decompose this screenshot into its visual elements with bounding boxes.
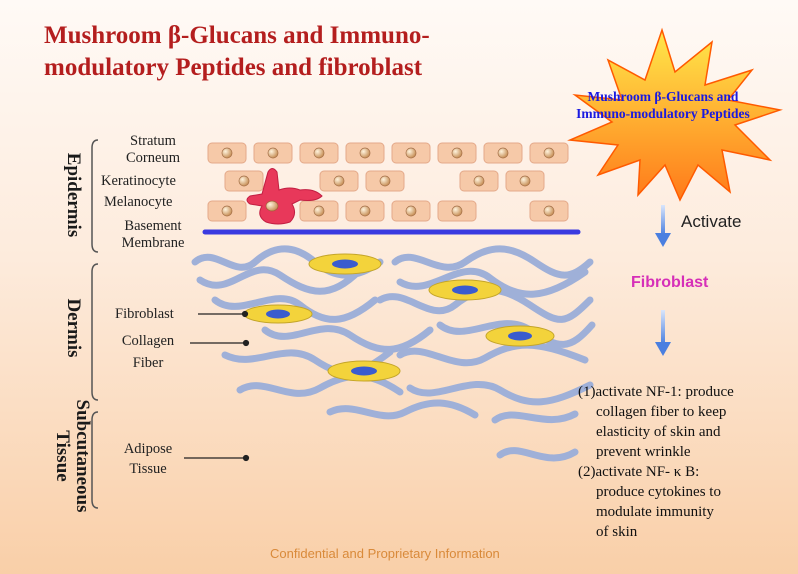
cell-nucleus bbox=[359, 147, 371, 159]
label-stratum-line2: Corneum bbox=[126, 150, 180, 166]
keratinocyte-cells bbox=[224, 170, 545, 192]
cell-nucleus bbox=[313, 205, 325, 217]
section-brackets bbox=[91, 139, 99, 509]
footer-confidential: Confidential and Proprietary Information bbox=[270, 546, 500, 561]
label-stratum-corneum: Stratum Corneum bbox=[104, 133, 202, 167]
label-basement-line1: Basement bbox=[124, 218, 182, 234]
fibroblast-cells bbox=[243, 253, 555, 382]
effect-1-line3: elasticity of skin and bbox=[596, 424, 721, 440]
effect-2-line1: (2)activate NF- κ B: bbox=[578, 464, 700, 480]
effect-2-line2: produce cytokines to bbox=[596, 484, 721, 500]
effect-1-line1: (1)activate NF-1: produce bbox=[578, 384, 734, 400]
label-collagen-line2: Fiber bbox=[132, 355, 164, 371]
cell-nucleus bbox=[333, 175, 345, 187]
cell-nucleus bbox=[543, 147, 555, 159]
activate-label: Activate bbox=[681, 212, 742, 231]
effect-2-line3: modulate immunity bbox=[596, 504, 714, 520]
flow-arrows bbox=[655, 205, 671, 356]
cell-nucleus bbox=[543, 205, 555, 217]
label-adipose-line2: Tissue bbox=[129, 461, 167, 477]
cell-nucleus bbox=[451, 205, 463, 217]
cell-nucleus bbox=[238, 175, 250, 187]
cell-nucleus bbox=[379, 175, 391, 187]
effect-1: (1)activate NF-1: produce collagen fiber… bbox=[578, 382, 793, 462]
cell-nucleus bbox=[267, 147, 279, 159]
stratum-corneum-cells bbox=[207, 142, 569, 164]
basal-cells bbox=[207, 200, 569, 222]
cell-nucleus bbox=[405, 147, 417, 159]
effects-list: (1)activate NF-1: produce collagen fiber… bbox=[578, 382, 793, 542]
cell-nucleus bbox=[519, 175, 531, 187]
label-collagen-fiber: Collagen Fiber bbox=[108, 333, 188, 372]
cell-nucleus bbox=[221, 147, 233, 159]
section-label-dermis: Dermis bbox=[63, 298, 84, 358]
effect-1-line2: collagen fiber to keep bbox=[596, 404, 727, 420]
effect-2: (2)activate NF- κ B: produce cytokines t… bbox=[578, 462, 793, 542]
fibroblast-flow-label: Fibroblast bbox=[631, 274, 709, 291]
cell-nucleus bbox=[473, 175, 485, 187]
label-keratinocyte: Keratinocyte bbox=[101, 173, 176, 189]
starburst-shape bbox=[567, 27, 783, 202]
label-melanocyte: Melanocyte bbox=[104, 194, 173, 210]
cell-nucleus bbox=[313, 147, 325, 159]
label-fibroblast: Fibroblast bbox=[115, 306, 174, 322]
section-label-subcutaneous: Subcutaneous Tissue bbox=[52, 399, 93, 513]
label-collagen-line1: Collagen bbox=[121, 333, 175, 349]
label-adipose-line1: Adipose bbox=[123, 441, 173, 457]
pointer-lines bbox=[184, 310, 250, 462]
cell-nucleus bbox=[451, 147, 463, 159]
effect-1-line4: prevent wrinkle bbox=[596, 444, 691, 460]
starburst-line1: Mushroom β-Glucans and bbox=[587, 89, 739, 104]
cell-nucleus bbox=[221, 205, 233, 217]
starburst-label: Mushroom β-Glucans and Immuno-modulatory… bbox=[560, 88, 766, 122]
cell-nucleus bbox=[497, 147, 509, 159]
collagen-fibers bbox=[191, 245, 596, 462]
label-stratum-line1: Stratum bbox=[130, 133, 176, 149]
melanocyte-cell bbox=[246, 168, 323, 225]
label-basement-line2: Membrane bbox=[121, 235, 185, 251]
cell-nucleus bbox=[405, 205, 417, 217]
label-basement-membrane: Basement Membrane bbox=[104, 218, 202, 252]
effect-2-line4: of skin bbox=[596, 524, 638, 540]
starburst-line2: Immuno-modulatory Peptides bbox=[576, 106, 750, 121]
section-label-epidermis: Epidermis bbox=[63, 152, 84, 238]
label-adipose-tissue: Adipose Tissue bbox=[110, 441, 186, 478]
melanocyte-nucleus bbox=[265, 200, 279, 212]
cell-nucleus bbox=[359, 205, 371, 217]
page-title: Mushroom β-Glucans and Immuno- modulator… bbox=[44, 22, 430, 81]
